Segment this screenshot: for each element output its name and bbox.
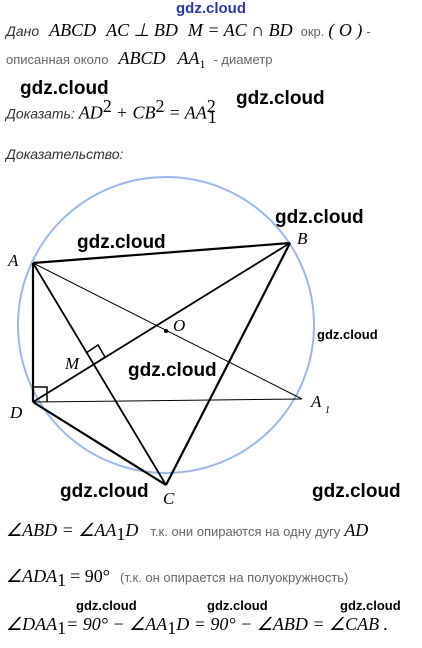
step1-sub: 1 (116, 524, 126, 545)
diagonal-ac (32, 262, 167, 486)
given-point: M = AC ∩ BD (187, 20, 293, 40)
given-circle-name: ( O ) (328, 20, 363, 40)
watermark-1: gdz.cloud (20, 78, 109, 99)
label-a: A (7, 251, 19, 270)
prove-sub: 1 (207, 106, 217, 127)
step-1: ∠ABD = ∠AA1D т.к. они опираются на одну … (6, 520, 368, 545)
step1-lhs: ∠ABD = ∠AA (6, 520, 117, 540)
given-circle-prefix: окр. (300, 24, 325, 39)
watermark-11: gdz.cloud (340, 598, 401, 613)
circumcircle (17, 176, 315, 474)
watermark-3: gdz.cloud (275, 207, 364, 228)
prove-eq: = AA (168, 102, 207, 123)
chord-da1 (32, 398, 303, 403)
label-m: M (64, 354, 80, 373)
given-diameter-text: - диаметр (213, 52, 273, 67)
given-line2-text: описанная около (6, 52, 109, 67)
step3-p2: = 90° − ∠AA (66, 614, 168, 634)
label-a1: A (310, 392, 322, 411)
step3-p3: D = 90° − ∠ABD = ∠CAB . (176, 614, 389, 634)
watermark-8: gdz.cloud (312, 481, 401, 502)
given-line-1: Дано ABCD AC ⊥ BD M = AC ∩ BD окр. ( O )… (6, 20, 371, 41)
given-line2-quad: ABCD (118, 48, 166, 68)
diagonal-bd (32, 242, 291, 403)
right-angle-m-marker (85, 343, 107, 366)
watermark-2: gdz.cloud (236, 88, 325, 109)
step2-sub: 1 (57, 570, 67, 591)
given-diameter-sub: 1 (199, 57, 206, 72)
step1-arc: AD (344, 520, 369, 540)
proof-label: Доказательство: (6, 146, 124, 162)
prove-plus: + CB (115, 102, 156, 123)
step2-rhs: = 90° (70, 566, 110, 586)
given-circle-suffix: - (366, 24, 371, 39)
prove-sq1: 2 (102, 96, 112, 116)
given-line-2: описанная около ABCD AA1 - диаметр (6, 48, 272, 72)
side-ab (32, 241, 291, 265)
center-point (164, 329, 168, 333)
label-o: O (173, 316, 185, 335)
step3-p1: ∠DAA (6, 614, 58, 634)
side-bc (165, 242, 291, 486)
label-c: C (163, 489, 175, 508)
label-d: D (9, 403, 23, 422)
side-cd (32, 401, 167, 486)
step1-reason: т.к. они опираются на одну дугу (150, 524, 341, 539)
prove-formula: AD (78, 102, 103, 123)
prove-label: Доказать: (6, 105, 75, 122)
prove-sq2: 2 (155, 96, 165, 116)
watermark-10: gdz.cloud (207, 598, 268, 613)
watermark-6: gdz.cloud (128, 360, 217, 381)
given-diameter: AA (177, 48, 200, 68)
step1-lhs-end: D (125, 520, 139, 540)
watermark-4: gdz.cloud (77, 232, 166, 253)
top-watermark: gdz.cloud (176, 0, 246, 17)
given-quad: ABCD (49, 20, 97, 40)
given-label: Дано (6, 23, 40, 39)
step3-sub1: 1 (57, 618, 67, 639)
watermark-5: gdz.cloud (317, 327, 378, 342)
label-b: B (297, 229, 308, 248)
given-perp: AC ⊥ BD (106, 20, 178, 40)
step2-lhs: ∠ADA (6, 566, 58, 586)
watermark-7: gdz.cloud (60, 481, 149, 502)
geometry-figure: A B C D M O A 1 (7, 176, 330, 508)
prove-line: Доказать: AD2 + CB2 = AA21 (6, 96, 217, 128)
right-angle-d-marker (33, 386, 48, 402)
prove-sq3: 2 (206, 96, 216, 116)
step-3: ∠DAA1= 90° − ∠AA1D = 90° − ∠ABD = ∠CAB . (6, 614, 388, 639)
watermark-9: gdz.cloud (76, 598, 137, 613)
label-a1-sub: 1 (325, 405, 330, 416)
step2-reason: (т.к. он опирается на полуокружность) (120, 570, 349, 585)
step-2: ∠ADA1 = 90° (т.к. он опирается на полуок… (6, 566, 348, 591)
step3-sub2: 1 (167, 618, 177, 639)
